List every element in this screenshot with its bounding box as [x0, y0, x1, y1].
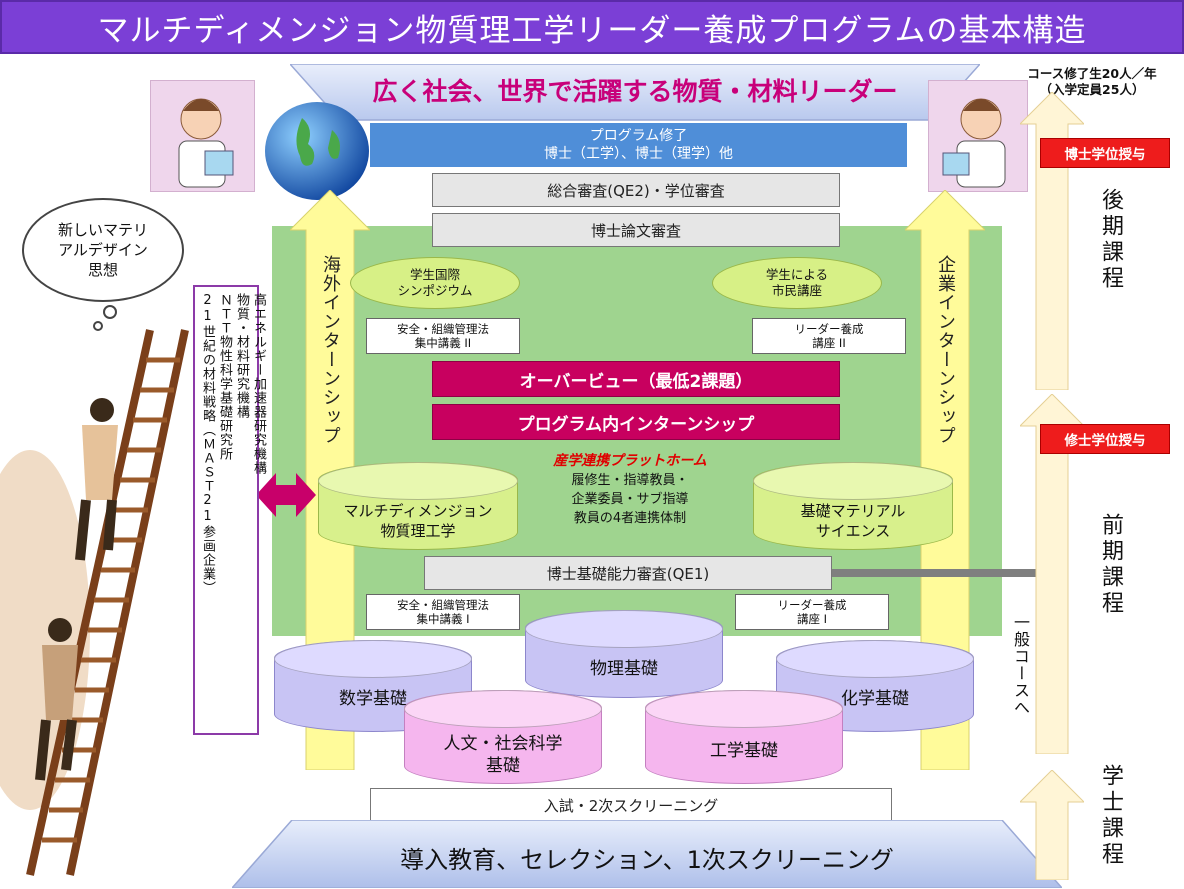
platform-line3: 教員の4者連携体制	[573, 511, 687, 526]
double-arrow-icon	[256, 473, 316, 517]
engineering-label: 工学基礎	[710, 741, 778, 761]
safety-lecture-1-line1: 安全・組織管理法	[397, 598, 489, 612]
multi-dim-line1: マルチディメンジョン	[343, 502, 493, 520]
basic-material-line1: 基礎マテリアル	[800, 502, 906, 520]
doctor-degree-badge: 博士学位授与	[1040, 138, 1170, 168]
overview-bar: オーバービュー（最低2課題）	[432, 361, 840, 397]
completion-line2: 博士（工学）、博士（理学）他	[544, 146, 733, 162]
multi-dim-cylinder: マルチディメンジョン 物質理工学	[318, 462, 518, 550]
corporate-internship-label: 企業インターンシップ	[935, 255, 956, 445]
top-banner-text: 広く社会、世界で活躍する物質・材料リーダー	[372, 77, 898, 106]
bachelor-stage-arrow	[1020, 770, 1084, 880]
completion-line1: プログラム修了	[589, 128, 688, 144]
safety-lecture-2-box: 安全・組織管理法 集中講義 II	[366, 318, 520, 354]
leader-course-2-line2: 講座 II	[812, 336, 846, 350]
partner-institutions-text: 高エネルギー加速器研究機構 物質・材料研究機構 ＮＴＴ物性科学基礎研究所 21世…	[195, 287, 271, 733]
safety-lecture-2-line1: 安全・組織管理法	[397, 322, 489, 336]
overseas-internship-label: 海外インターンシップ	[320, 255, 341, 445]
ladder-illustration	[0, 305, 189, 876]
safety-lecture-2-line2: 集中講義 II	[414, 336, 472, 350]
general-course-label: 一般コースへ	[1011, 614, 1030, 716]
thought-line2: アルデザイン	[58, 241, 148, 259]
page-title: マルチディメンジョン物質理工学リーダー養成プログラムの基本構造	[0, 0, 1184, 54]
program-internship-bar: プログラム内インターンシップ	[432, 404, 840, 440]
platform-line1: 履修生・指導教員・	[571, 473, 689, 488]
leader-course-1-line1: リーダー養成	[777, 598, 847, 612]
course-note-line2: （入学定員25人）	[1039, 82, 1145, 97]
stage-late-label: 後期課程	[1098, 188, 1123, 292]
partner-ntt: ＮＴＴ物性科学基礎研究所	[217, 293, 232, 461]
stage-early-label: 前期課程	[1098, 513, 1123, 617]
entrance-screening-box: 入試・2次スクリーニング	[370, 788, 892, 822]
humanities-line2: 基礎	[486, 756, 520, 776]
basic-material-cylinder: 基礎マテリアル サイエンス	[753, 462, 953, 550]
intl-symposium-line1: 学生国際	[409, 267, 460, 282]
humanities-cylinder: 人文・社会科学 基礎	[404, 690, 602, 784]
intl-symposium-line2: シンポジウム	[397, 283, 473, 298]
physics-label: 物理基礎	[590, 659, 658, 679]
professor-illustration-left	[150, 80, 255, 192]
humanities-line1: 人文・社会科学	[443, 734, 563, 754]
math-label: 数学基礎	[339, 689, 407, 709]
course-note: コース修了生20人／年 （入学定員25人）	[1000, 66, 1184, 98]
person-icon	[178, 98, 234, 188]
bottom-banner-shape	[232, 820, 1062, 888]
multi-dim-line2: 物質理工学	[380, 522, 456, 540]
master-degree-badge: 修士学位授与	[1040, 424, 1170, 454]
industry-platform: 産学連携プラットホーム 履修生・指導教員・ 企業委員・サブ指導 教員の4者連携体…	[520, 450, 740, 530]
course-note-line1: コース修了生20人／年	[1027, 66, 1157, 81]
stage-bachelor-label: 学士課程	[1098, 764, 1123, 868]
intl-symposium-ellipse: 学生国際 シンポジウム	[350, 257, 520, 309]
humanities-label: 人文・社会科学 基礎	[405, 733, 601, 777]
safety-lecture-1-line2: 集中講義 I	[416, 612, 470, 626]
citizen-lecture-line2: 市民講座	[771, 283, 822, 298]
partner-nims: 物質・材料研究機構	[234, 293, 249, 419]
partner-institutions-box: 高エネルギー加速器研究機構 物質・材料研究機構 ＮＴＴ物性科学基礎研究所 21世…	[193, 285, 266, 735]
chemistry-label: 化学基礎	[841, 689, 909, 709]
leader-course-1-box: リーダー養成 講座 I	[735, 594, 889, 630]
platform-title: 産学連携プラットホーム	[553, 453, 707, 469]
basic-material-line2: サイエンス	[815, 522, 891, 540]
citizen-lecture-ellipse: 学生による 市民講座	[712, 257, 882, 309]
bottom-banner-text: 導入教育、セレクション、1次スクリーニング	[400, 845, 894, 874]
multi-dim-label: マルチディメンジョン 物質理工学	[319, 501, 517, 541]
thought-line1: 新しいマテリ	[57, 221, 148, 239]
qe2-review-box: 総合審査(QE2)・学位審査	[432, 173, 840, 207]
safety-lecture-1-box: 安全・組織管理法 集中講義 I	[366, 594, 520, 630]
engineering-cylinder: 工学基礎	[645, 690, 843, 784]
thesis-review-box: 博士論文審査	[432, 213, 840, 247]
leader-course-2-box: リーダー養成 講座 II	[752, 318, 906, 354]
professor-illustration-right	[928, 80, 1028, 192]
globe-icon	[265, 102, 369, 200]
platform-line2: 企業委員・サブ指導	[571, 492, 689, 507]
citizen-lecture-line1: 学生による	[765, 267, 829, 282]
qe1-review-box: 博士基礎能力審査(QE1)	[424, 556, 832, 590]
thought-line3: 思想	[87, 261, 118, 279]
thought-bubble: 新しいマテリ アルデザイン 思想	[22, 198, 184, 302]
doctor-stage-arrow	[1020, 92, 1084, 390]
leader-course-2-line1: リーダー養成	[794, 322, 864, 336]
partner-kek: 高エネルギー加速器研究機構	[251, 293, 266, 475]
leader-course-1-line2: 講座 I	[796, 612, 828, 626]
partner-mast21: 21世紀の材料戦略（ＭＡＳＴ21参画企業）	[200, 293, 215, 595]
physics-cylinder: 物理基礎	[525, 610, 723, 698]
person-icon	[942, 98, 1006, 188]
basic-material-label: 基礎マテリアル サイエンス	[754, 501, 952, 541]
program-completion-box: プログラム修了 博士（工学）、博士（理学）他	[370, 123, 907, 167]
